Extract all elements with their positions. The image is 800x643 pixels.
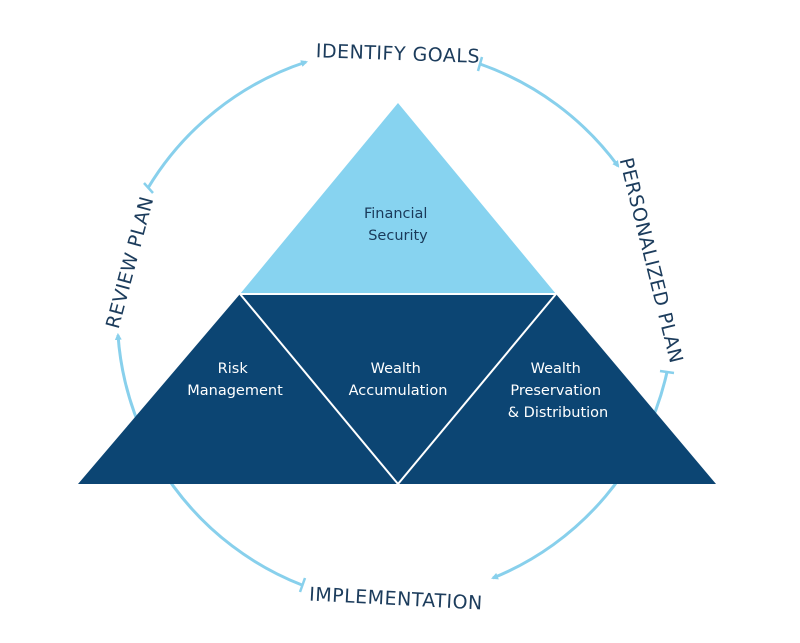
arrow-implementation-to-review (114, 332, 303, 587)
pyramid (78, 103, 716, 485)
arrow-tails (143, 56, 675, 593)
divider-right (397, 293, 557, 485)
arrow-review-to-identify (146, 60, 308, 189)
divider-left (239, 293, 399, 485)
triangle-right (398, 294, 716, 484)
tail-implementation (298, 577, 307, 593)
label-identify-goals: IDENTIFY GOALS (315, 40, 480, 68)
label-review-plan: REVIEW PLAN (102, 194, 158, 331)
tail-personalized (659, 369, 675, 375)
arrow-personalized-to-implementation (491, 371, 669, 580)
triangle-left (78, 294, 398, 484)
triangle-top (240, 103, 556, 294)
triangle-middle (240, 294, 556, 484)
tail-identify (476, 56, 484, 72)
pyramid-dividers (239, 293, 557, 485)
pyramid-labels: Financial Security Risk Management Wealt… (187, 206, 608, 421)
arrow-identify-to-personalized (479, 62, 620, 168)
label-risk-management: Risk Management (187, 361, 283, 399)
tail-review (143, 182, 154, 194)
label-personalized-plan: PERSONALIZED PLAN (615, 156, 687, 366)
label-financial-security: Financial Security (364, 206, 432, 244)
label-wealth-preservation: Wealth Preservation & Distribution (508, 361, 609, 421)
cycle-arrows (114, 60, 669, 587)
label-wealth-accumulation: Wealth Accumulation (349, 361, 448, 399)
label-implementation: IMPLEMENTATION (309, 583, 484, 614)
